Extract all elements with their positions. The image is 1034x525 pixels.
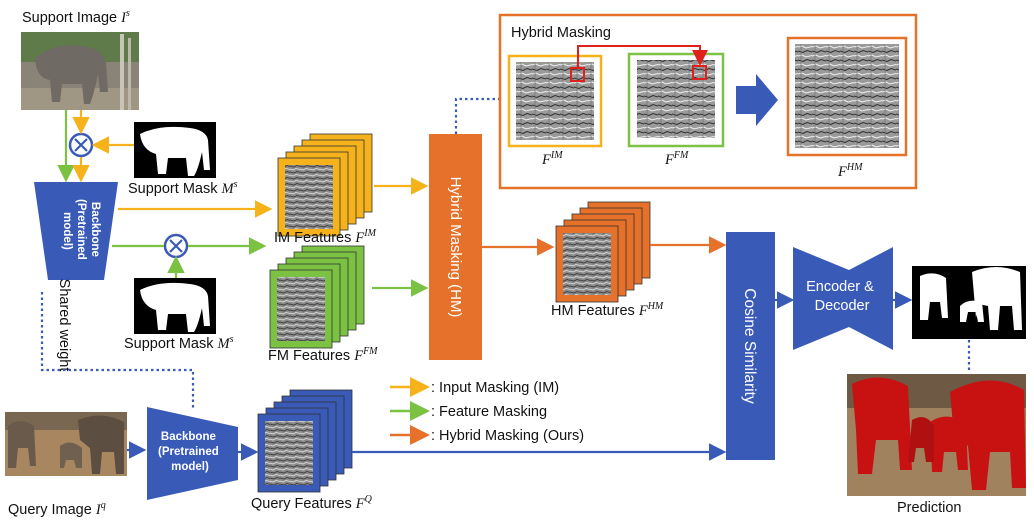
f-fm-label: FFM — [664, 150, 689, 168]
fm-feature-stack — [269, 245, 365, 349]
shared-weight-dotted-line — [40, 292, 195, 408]
prediction-label: Prediction — [897, 500, 961, 516]
hm-feature-stack — [555, 201, 651, 303]
support-mask-top-label: Support Mask Ms — [128, 179, 238, 197]
prediction-mask — [912, 266, 1026, 339]
legend-hm-label: : Hybrid Masking (Ours) — [431, 428, 584, 444]
encoder-decoder-block: Encoder & Decoder — [793, 247, 893, 350]
support-mask-bottom — [134, 278, 216, 334]
query-image-label: Query Image Iq — [8, 500, 106, 518]
legend-fm-label: : Feature Masking — [431, 404, 547, 420]
hm-detail-dotted-line — [454, 97, 507, 134]
query-feature-stack — [257, 389, 353, 493]
f-hm-label: FHM — [837, 162, 863, 180]
support-mask-bottom-label: Support Mask Ms — [124, 334, 234, 352]
svg-text:Encoder & Decoder: Encoder & Decoder — [806, 279, 878, 314]
svg-text:Cosine Similarity: Cosine Similarity — [741, 288, 758, 404]
backbone-bottom: Backbone (Pretrained model) — [147, 407, 238, 500]
im-features-label: IM Features FIM — [274, 228, 377, 246]
right-arrow-icon — [736, 74, 778, 126]
shared-weight-label: Shared weight — [56, 279, 72, 372]
fm-features-label: FM Features FFM — [268, 346, 378, 364]
im-feature-stack — [277, 133, 373, 237]
svg-text:Backbone (Pretrained: Backbone (Pretrained model) — [158, 431, 222, 473]
cosine-similarity-block: Cosine Similarity — [726, 232, 775, 460]
hm-features-label: HM Features FHM — [551, 301, 664, 319]
f-im-label: FIM — [541, 150, 563, 168]
legend-im-label: : Input Masking (IM) — [431, 380, 559, 396]
support-image — [21, 32, 139, 110]
multiply-icon-bottom — [163, 233, 189, 259]
hybrid-masking-title: Hybrid Masking — [511, 25, 611, 41]
prediction-image — [847, 374, 1026, 496]
query-features-label: Query Features FQ — [251, 494, 373, 512]
hybrid-masking-block: Hybrid Masking (HM) — [429, 134, 482, 360]
multiply-icon-top — [68, 132, 94, 158]
query-image — [5, 412, 127, 476]
svg-text:Backbone (Pretrained: Backbone (Pretrained model) — [61, 199, 101, 263]
support-mask-top — [134, 122, 216, 178]
hybrid-masking-detail-box: Hybrid Masking FIM FFM FHM — [498, 13, 918, 190]
support-image-label: Support Image Is — [22, 8, 130, 26]
legend: : Input Masking (IM) : Feature Masking :… — [390, 377, 584, 445]
svg-text:Hybrid Masking (HM): Hybrid Masking (HM) — [447, 177, 464, 318]
red-swap-arrow — [577, 45, 708, 68]
backbone-top: Backbone (Pretrained model) — [34, 182, 118, 280]
